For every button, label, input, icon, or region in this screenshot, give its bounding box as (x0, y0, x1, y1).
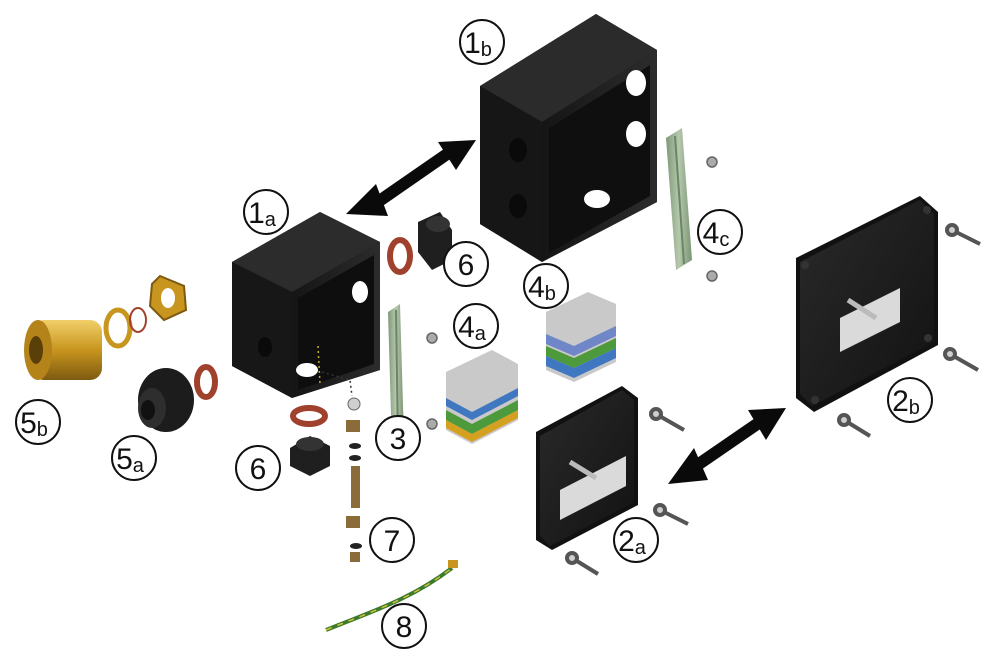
label-l4c: 4c (697, 209, 743, 255)
label-main: 2 (618, 525, 635, 558)
label-circle (111, 435, 157, 481)
lid-label-plate (840, 288, 900, 352)
label-circle (459, 19, 505, 65)
label-text: 7 (384, 525, 401, 558)
label-l2a: 2a (613, 517, 659, 563)
label-main: 4 (703, 217, 720, 250)
label-sub: a (133, 455, 145, 477)
label-text: 1a (248, 197, 277, 231)
gland-6-top (418, 212, 452, 270)
earth-cable-8 (325, 560, 458, 632)
gasket-ring (290, 405, 328, 427)
lid-label-plate (560, 456, 626, 520)
brass-gland-5b (24, 274, 188, 380)
label-text: 5a (116, 443, 145, 477)
label-text: 3 (390, 423, 407, 456)
lid-2a (536, 386, 638, 550)
label-text: 4a (458, 311, 487, 345)
label-sub: a (635, 537, 647, 559)
entry-hole (296, 363, 318, 377)
label-l5b: 5b (15, 399, 61, 445)
label-circle (443, 241, 489, 287)
label-sub: b (545, 283, 556, 305)
label-text: 6 (458, 249, 475, 282)
terminal-block-4b (546, 292, 616, 382)
label-l1a: 1a (243, 189, 289, 235)
label-main: 4 (458, 311, 475, 344)
label-circle (887, 377, 933, 423)
gaskets (194, 237, 413, 427)
label-l3: 3 (375, 415, 421, 461)
label-text: 1b (464, 27, 492, 61)
entry-hole (352, 281, 368, 303)
housing-1b (480, 14, 657, 262)
label-main: 5 (20, 407, 37, 440)
label-l4b: 4b (523, 263, 569, 309)
label-text: 2a (618, 525, 647, 559)
label-l7: 7 (369, 517, 415, 563)
label-main: 6 (458, 249, 475, 282)
entry-hole (626, 121, 646, 147)
housing-1a (232, 212, 380, 398)
label-circle (369, 517, 415, 563)
label-circle (15, 399, 61, 445)
label-text: 2b (892, 385, 920, 419)
label-sub: b (37, 419, 48, 441)
label-circle (375, 415, 421, 461)
label-l8: 8 (381, 603, 427, 649)
double-arrow-lids (668, 408, 786, 484)
label-circle (613, 517, 659, 563)
gasket-ring (194, 364, 218, 400)
label-l6bot: 6 (235, 445, 281, 491)
label-sub: c (719, 229, 729, 251)
rail-screws (426, 156, 718, 430)
label-circle (453, 303, 499, 349)
label-main: 6 (250, 453, 267, 486)
label-text: 4b (528, 271, 556, 305)
label-main: 1 (464, 27, 481, 60)
label-main: 8 (396, 611, 413, 644)
label-circle (381, 603, 427, 649)
double-arrow-housings (346, 140, 476, 216)
lid-screws (565, 223, 981, 576)
label-sub: b (481, 39, 492, 61)
label-l1b: 1b (459, 19, 505, 65)
entry-hole (626, 70, 646, 96)
label-l4a: 4a (453, 303, 499, 349)
label-main: 3 (390, 423, 407, 456)
label-l5a: 5a (111, 435, 157, 481)
label-sub: a (265, 209, 277, 231)
gland-6-bottom (290, 436, 330, 476)
label-text: 8 (396, 611, 413, 644)
terminal-block-4a (446, 350, 518, 444)
label-circle (243, 189, 289, 235)
label-text: 5b (20, 407, 48, 441)
gasket-ring (387, 237, 413, 275)
label-main: 1 (248, 197, 265, 230)
label-sub: a (475, 323, 487, 345)
label-main: 4 (528, 271, 545, 304)
label-main: 2 (892, 385, 909, 418)
label-main: 5 (116, 443, 133, 476)
entry-hole (584, 190, 610, 208)
label-l2b: 2b (887, 377, 933, 423)
label-l6top: 6 (443, 241, 489, 287)
label-circle (697, 209, 743, 255)
din-rail-4c (666, 128, 692, 270)
cable-gland-5a (138, 368, 194, 432)
earth-stud-7 (317, 345, 362, 562)
label-text: 4c (703, 217, 730, 251)
label-main: 7 (384, 525, 401, 558)
label-circle (523, 263, 569, 309)
lid-2b (796, 196, 938, 412)
label-sub: b (909, 397, 920, 419)
label-text: 6 (250, 453, 267, 486)
label-circle (235, 445, 281, 491)
